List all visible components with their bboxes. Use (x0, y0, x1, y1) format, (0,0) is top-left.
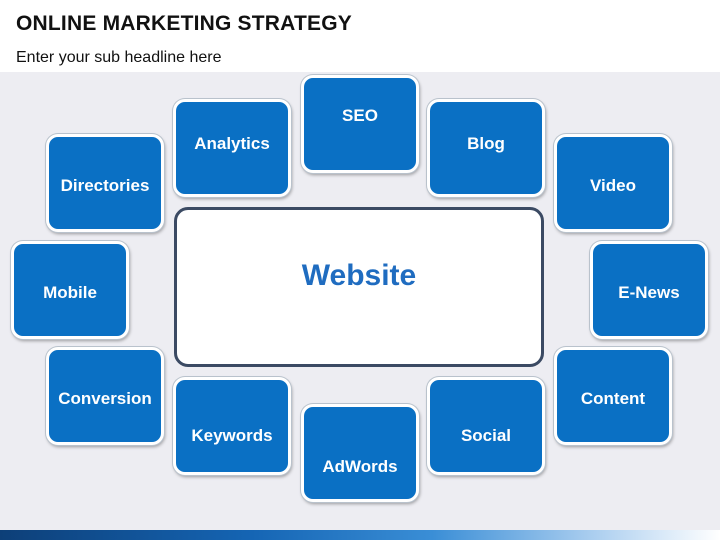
node-label: Conversion (58, 389, 152, 408)
node-social: Social (427, 377, 545, 475)
node-adwords: AdWords (301, 404, 419, 502)
page-title: ONLINE MARKETING STRATEGY (16, 12, 352, 35)
node-seo: SEO (301, 75, 419, 173)
node-keywords: Keywords (173, 377, 291, 475)
node-analytics: Analytics (173, 99, 291, 197)
node-label: Social (460, 426, 512, 445)
node-directories: Directories (46, 134, 164, 232)
node-video: Video (554, 134, 672, 232)
node-label: AdWords (322, 457, 398, 476)
node-mobile: Mobile (11, 241, 129, 339)
footer-accent-bar (0, 530, 720, 540)
node-label: Blog (467, 134, 505, 153)
node-label: Video (590, 176, 636, 195)
node-label: Mobile (43, 283, 97, 302)
node-label: SEO (342, 106, 378, 125)
node-conversion: Conversion (46, 347, 164, 445)
node-label: E-News (618, 283, 680, 302)
node-enews: E-News (590, 241, 708, 339)
center-node-website: Website (174, 207, 544, 367)
node-label: Content (580, 389, 646, 408)
center-node-label: Website (301, 259, 417, 292)
page-subtitle: Enter your sub headline here (16, 49, 222, 66)
node-label: Analytics (194, 134, 270, 153)
node-label: Keywords (191, 426, 273, 445)
node-label: Directories (60, 176, 150, 195)
node-blog: Blog (427, 99, 545, 197)
node-content: Content (554, 347, 672, 445)
